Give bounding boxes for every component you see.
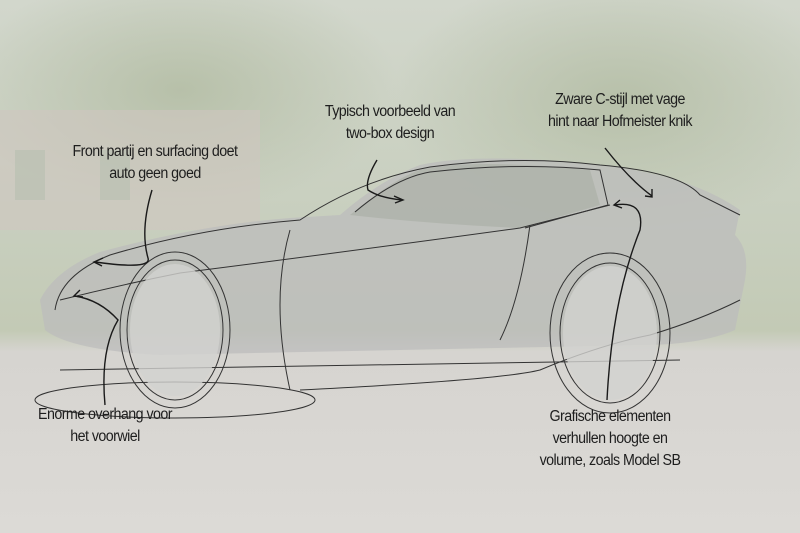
annotation-cpillar: Zware C-stijl met vage hint naar Hofmeis… (523, 89, 716, 133)
annotation-text: auto geen goed (109, 165, 201, 182)
arrowheads (72, 189, 653, 298)
annotation-text: two-box design (345, 125, 435, 142)
building-window (15, 150, 45, 200)
arrow-overhang (74, 295, 119, 406)
arrow-graphics (606, 203, 642, 401)
annotation-text: Grafische elementen (549, 408, 671, 425)
annotation-text: hint naar Hofmeister knik (548, 113, 692, 130)
arrow-cpillar (604, 147, 653, 197)
annotation-arrows (74, 147, 653, 406)
building-window (100, 150, 130, 200)
annotation-text: volume, zoals Model SB (539, 452, 681, 469)
annotation-twobox: Typisch voorbeeld van two-box design (298, 101, 482, 145)
annotation-text: Front partij en surfacing doet (72, 143, 239, 160)
annotation-text: Enorme overhang voor (37, 406, 173, 423)
annotation-text: verhullen hoogte en (552, 430, 668, 447)
arrow-front (94, 189, 153, 266)
annotation-text: Zware C-stijl met vage (555, 91, 685, 108)
wheel-rims (130, 264, 657, 400)
annotation-overhang: Enorme overhang voor het voorwiel (18, 404, 193, 448)
annotation-text: het voorwiel (70, 428, 140, 445)
annotation-graphics: Grafische elementen verhullen hoogte en … (518, 406, 702, 472)
annotation-front: Front partij en surfacing doet auto geen… (49, 141, 261, 185)
arrow-twobox (366, 159, 403, 201)
annotation-text: Typisch voorbeeld van (324, 103, 456, 120)
